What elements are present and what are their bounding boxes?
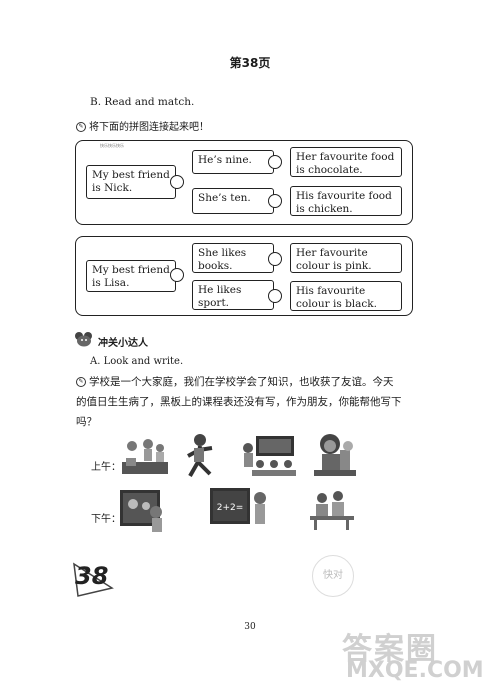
page-badge-number: 38 (75, 562, 109, 590)
small-caption: 快乐快乐快乐 (100, 143, 124, 148)
puzzle-piece-lisa[interactable]: My best friend is Lisa. (86, 260, 176, 292)
board-text: 2+2= (217, 503, 244, 513)
puzzle-tab (268, 194, 282, 208)
instruction-paragraph: ✎学校是一个大家庭，我们在学校学会了知识，也收获了友谊。今天的值日生生病了，黑板… (76, 372, 402, 432)
watermark-brand: 答案圈 (342, 632, 438, 667)
pen-icon: ✎ (76, 377, 86, 387)
section-b-instruction: ✎将下面的拼图连接起来吧！ (76, 118, 209, 133)
afternoon-label: 下午： (91, 514, 121, 525)
puzzle-piece-she-books[interactable]: She likes books. (192, 243, 274, 273)
challenge-badge: 冲关小达人 (98, 338, 148, 349)
page-badge: 38 (72, 558, 114, 598)
puzzle-piece-he-sport[interactable]: He likes sport. (192, 280, 274, 310)
puzzle-piece-he-nine[interactable]: He’s nine. (192, 150, 274, 174)
morning-label: 上午： (91, 462, 121, 473)
watermark-stamp: 快对 (312, 555, 354, 597)
science-class-picture (314, 434, 356, 476)
music-class-picture (122, 439, 168, 474)
puzzle-piece-she-ten[interactable]: She’s ten. (192, 188, 274, 214)
puzzle-tab (268, 289, 282, 303)
page-title: 第38页 (229, 56, 271, 70)
puzzle-piece-nick[interactable]: My best friend is Nick. (86, 165, 176, 199)
puzzle-tab (170, 175, 184, 189)
classroom-picture (243, 436, 296, 476)
instruction-text: 将下面的拼图连接起来吧！ (89, 122, 209, 133)
art-class-picture (120, 490, 162, 532)
section-b-heading: B. Read and match. (90, 96, 195, 108)
pen-icon: ✎ (76, 122, 86, 132)
paragraph-text: 学校是一个大家庭，我们在学校学会了知识，也收获了友谊。今天的值日生生病了，黑板上… (76, 376, 402, 428)
puzzle-piece-chicken[interactable]: His favourite food is chicken. (290, 186, 402, 216)
puzzle-piece-chocolate[interactable]: Her favourite food is chocolate. (290, 147, 402, 177)
mouse-mascot-icon (74, 331, 94, 347)
page-number: 30 (244, 622, 256, 632)
puzzle-tab (170, 268, 184, 282)
watermark-url: MXQE.COM (346, 658, 484, 683)
reading-class-picture (310, 491, 354, 530)
section-a-heading: A. Look and write. (90, 356, 184, 367)
math-class-picture: 2+2= (210, 488, 266, 524)
puzzle-piece-pink[interactable]: Her favourite colour is pink. (290, 243, 402, 273)
puzzle-piece-black[interactable]: His favourite colour is black. (290, 281, 402, 311)
puzzle-tab (268, 252, 282, 266)
puzzle-tab (268, 155, 282, 169)
pe-class-running-picture (187, 434, 213, 477)
